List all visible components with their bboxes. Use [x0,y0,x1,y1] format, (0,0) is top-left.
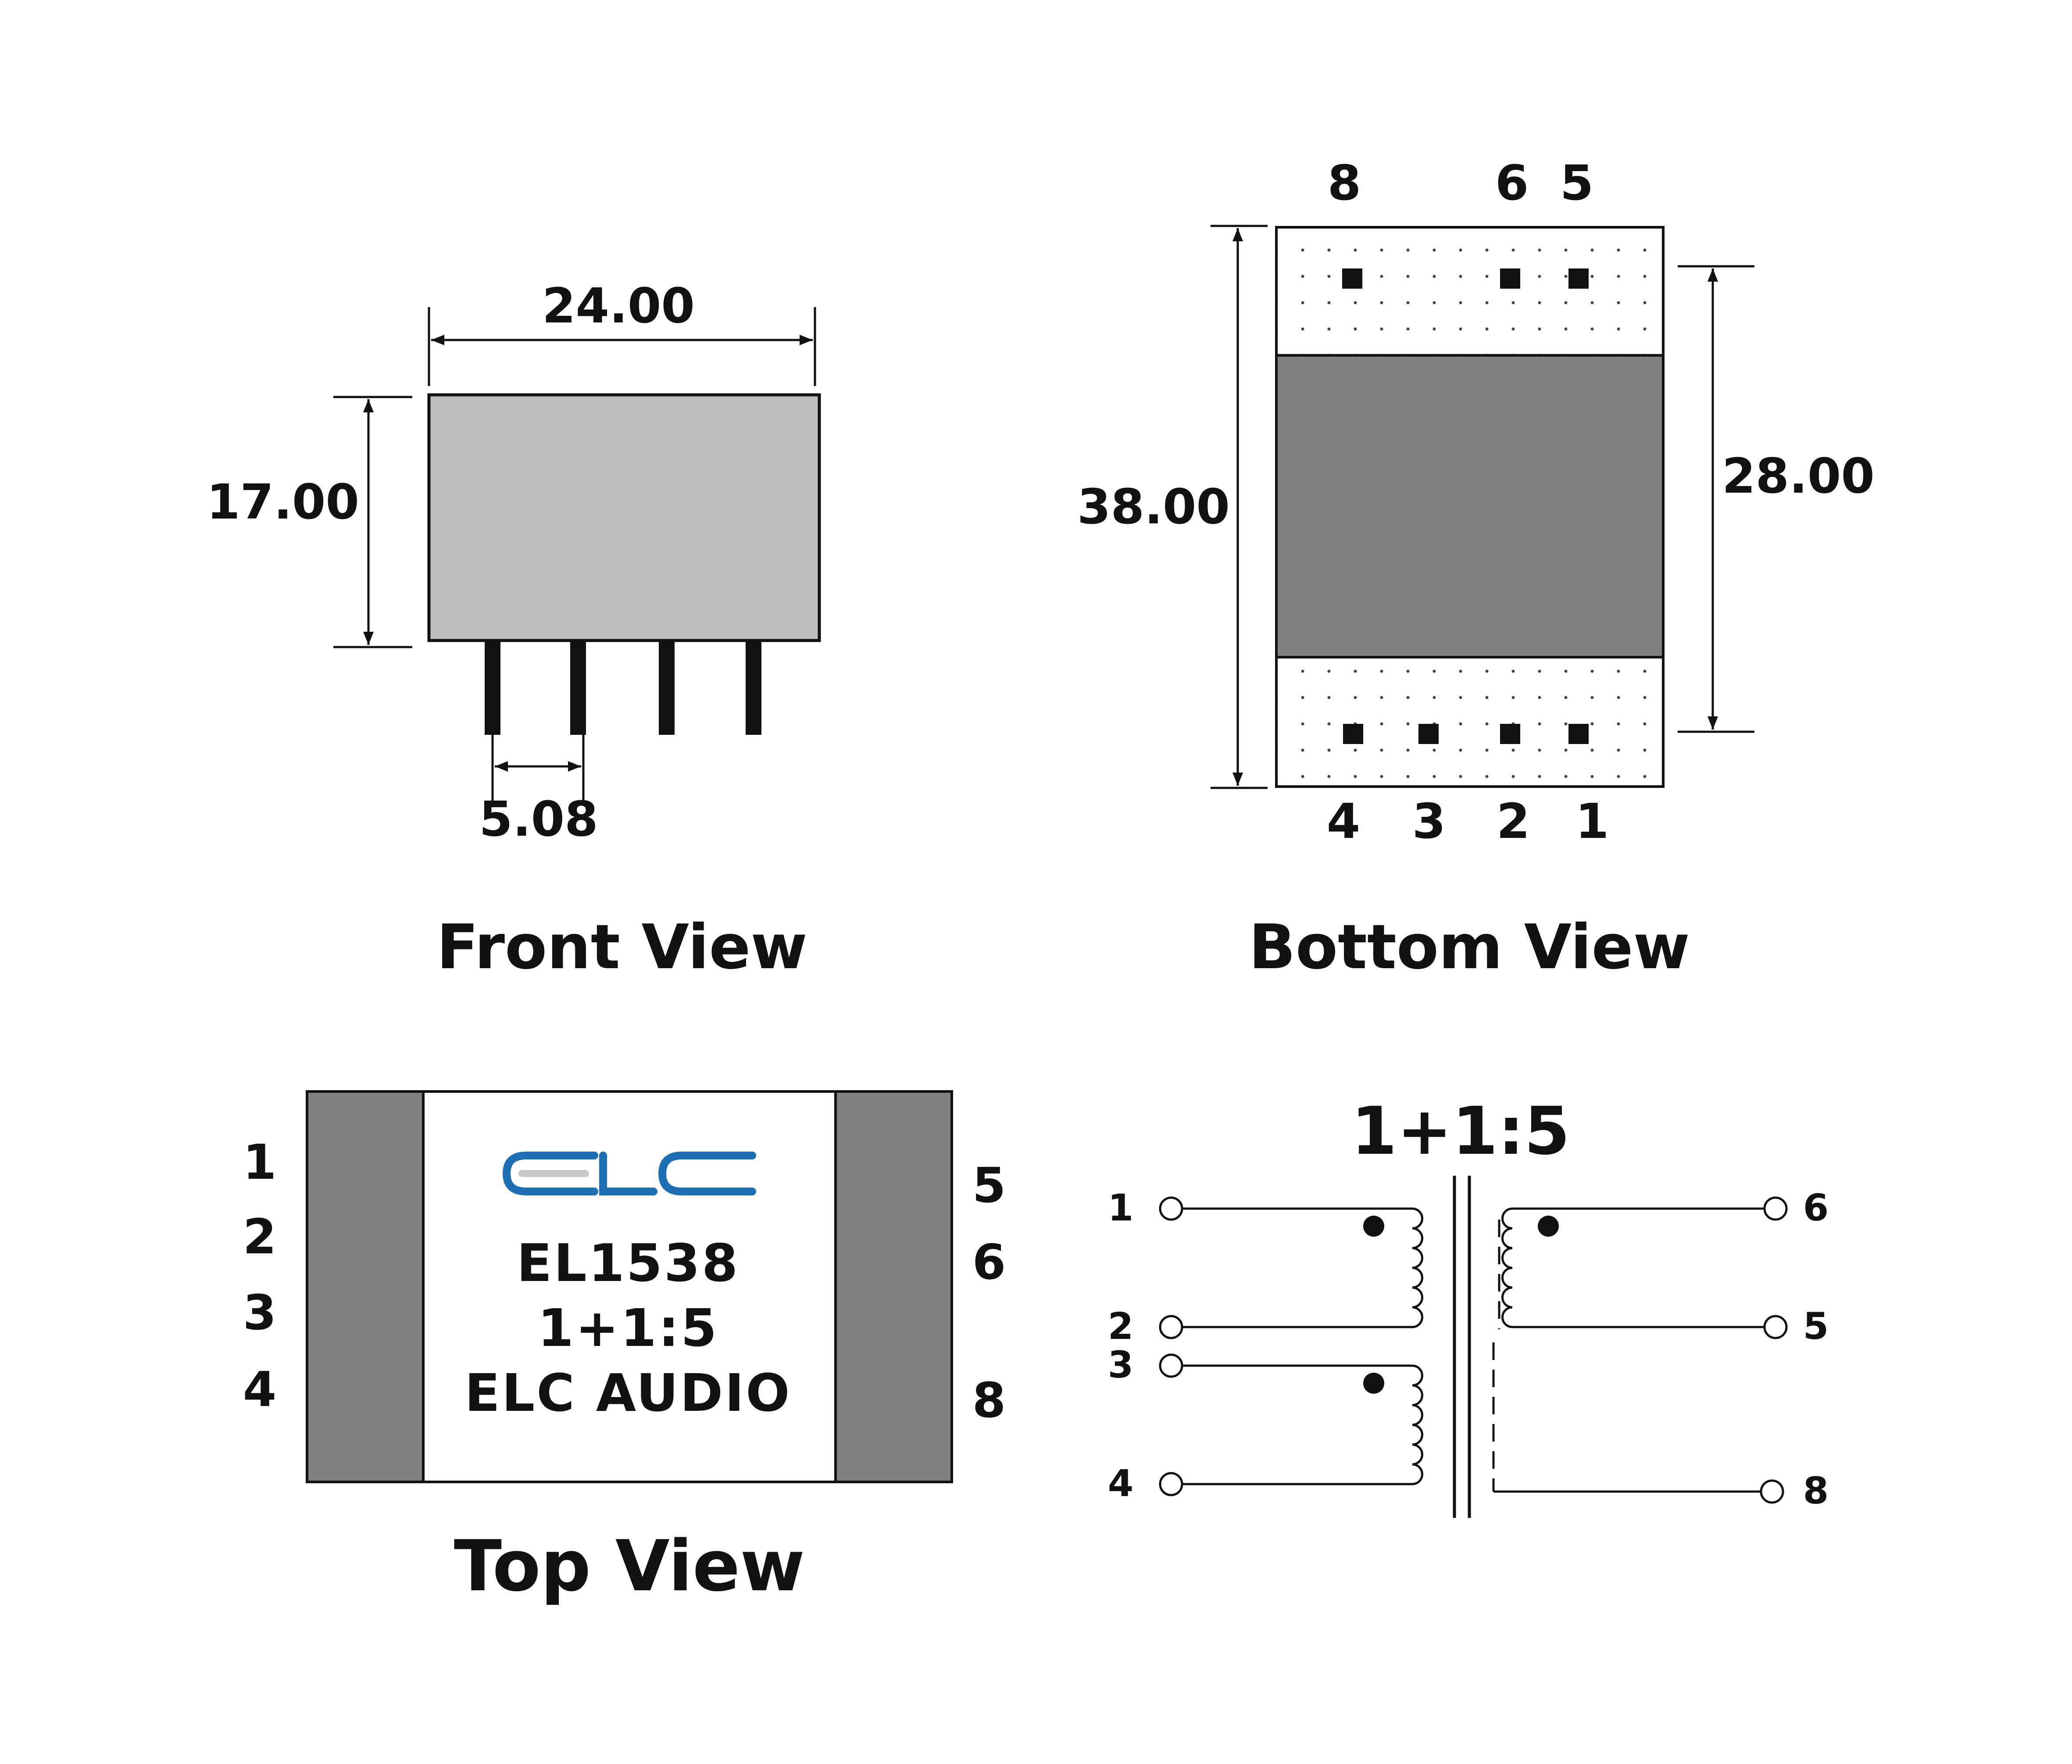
elc-logo-icon [502,1152,756,1195]
bottom-view: 8 6 5 4 3 2 1 38.00 28.00 Bottom View [1077,155,1875,983]
top-brand-text: ELC AUDIO [464,1363,791,1423]
top-pin-label: 1 [243,1134,277,1190]
front-height-label: 17.00 [207,474,359,530]
front-pitch-dimension [491,735,585,801]
schematic-pin-label: 2 [1108,1305,1133,1348]
front-view: 24.00 17.00 5.08 Front View [207,278,821,983]
polarity-dot [1363,1216,1384,1237]
bottom-pin-row-dimension [1678,265,1754,733]
schematic-pin-label: 5 [1803,1305,1829,1348]
bottom-pin-label: 8 [1328,155,1361,211]
front-height-dimension [333,396,412,648]
bottom-top-bobbin-dots [1278,229,1662,354]
bottom-core [1275,354,1665,658]
polarity-dot [1363,1373,1384,1394]
top-ratio-text: 1+1:5 [538,1298,718,1358]
secondary-wiring [1493,1196,1788,1504]
top-right-core [834,1090,953,1483]
schematic-pin-label: 3 [1108,1343,1133,1386]
schematic-ratio: 1+1:5 [1351,1093,1570,1170]
top-pin-label: 6 [972,1234,1006,1290]
bottom-pin-label: 3 [1412,793,1446,849]
primary-wiring [1159,1196,1423,1496]
bottom-pin-label: 2 [1497,793,1530,849]
front-width-label: 24.00 [542,278,695,334]
top-view-title: Top View [454,1525,805,1607]
schematic-pin-label: 6 [1803,1186,1829,1229]
top-pin-label: 5 [972,1157,1006,1213]
bottom-pad [1500,724,1520,744]
primary-coil [1412,1364,1423,1485]
bottom-pin-row-label: 28.00 [1722,448,1875,504]
front-view-title: Front View [436,912,807,983]
front-body [427,393,821,642]
primary-coil [1412,1207,1423,1328]
bottom-pin-label: 6 [1495,155,1529,211]
bottom-view-title: Bottom View [1249,912,1690,983]
top-label-area [422,1090,837,1483]
top-pin-label: 2 [243,1209,277,1265]
shield-lines [1492,1220,1500,1492]
bottom-overall-label: 38.00 [1077,479,1230,535]
schematic-pin-label: 4 [1108,1462,1133,1505]
front-pitch-label: 5.08 [479,791,598,847]
top-pin-label: 4 [243,1361,277,1417]
front-pin [659,640,675,735]
schematic-pin-label: 1 [1108,1186,1133,1229]
bottom-pin-label: 4 [1327,793,1361,849]
front-width-dimension [428,307,816,386]
core-lines [1453,1176,1471,1518]
top-view: EL1538 1+1:5 ELC AUDIO 1 2 3 4 5 6 8 Top… [243,1090,1006,1607]
front-pin [746,640,761,735]
secondary-coil [1501,1207,1513,1328]
top-model-text: EL1538 [517,1233,739,1293]
bottom-pin-label: 1 [1575,793,1609,849]
bottom-lower-bobbin-dots [1278,658,1662,785]
bottom-overall-dimension [1211,225,1268,789]
bottom-pad [1343,724,1363,744]
polarity-dot [1538,1216,1559,1237]
bottom-pad [1500,268,1520,289]
bottom-pad [1418,724,1439,744]
top-pin-label: 3 [243,1285,277,1341]
bottom-pin-label: 5 [1560,155,1594,211]
bottom-pad [1568,268,1589,289]
schematic-pin-label: 8 [1803,1469,1829,1512]
front-pin [485,640,500,735]
schematic: 1+1:5 [1108,1093,1829,1518]
top-left-core [306,1090,425,1483]
bottom-pad [1568,724,1589,744]
front-pin [570,640,586,735]
bottom-pad [1342,268,1362,289]
top-pin-label: 8 [972,1372,1006,1428]
